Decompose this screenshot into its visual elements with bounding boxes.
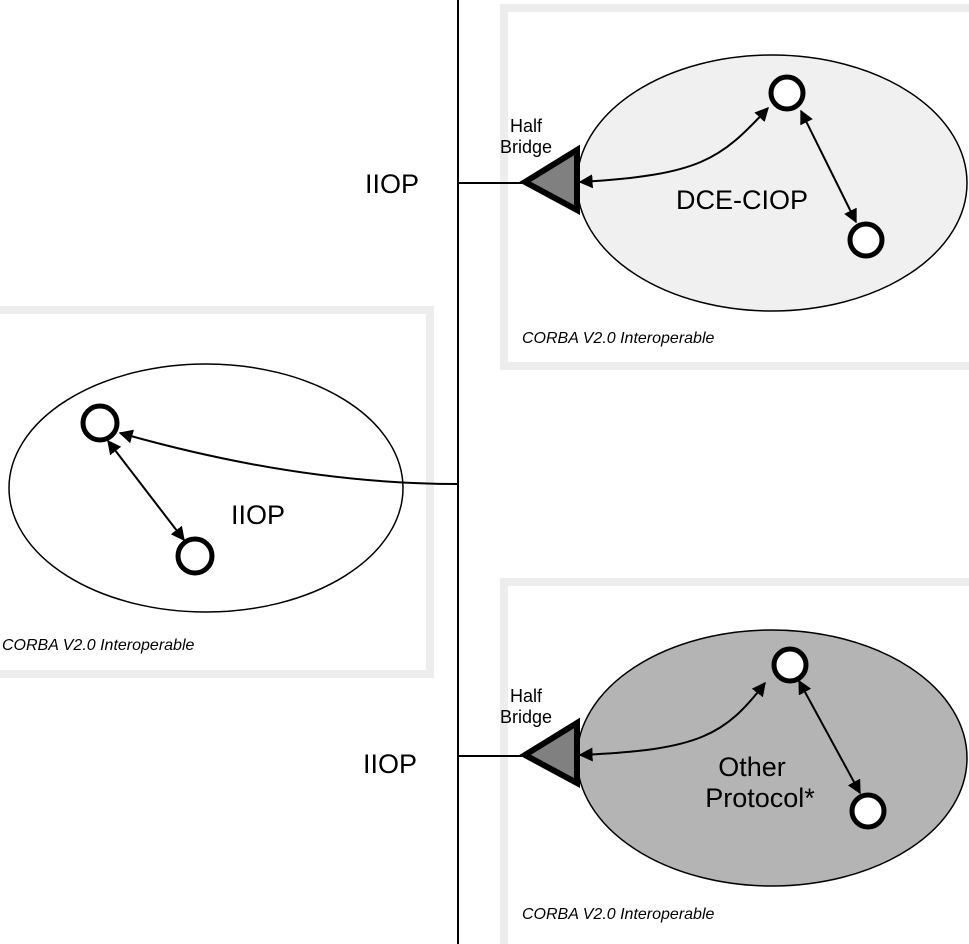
left-domain-frame [0,306,434,678]
top-object-node-1 [768,74,806,112]
bottom-domain-caption: CORBA V2.0 Interoperable [522,906,715,923]
left-protocol-label: IIOP [231,500,285,530]
iiop-domain-ellipse [8,363,404,613]
bottom-protocol-label-protocol: Protocol* [705,783,815,813]
top-domain-caption: CORBA V2.0 Interoperable [522,330,715,347]
left-node-link-arrow [107,439,185,542]
bottom-object-node-2 [849,792,887,830]
bottom-protocol-label-other: Other [718,752,786,782]
left-object-node-1 [80,403,120,443]
bottom-half-bridge-icon [518,717,580,789]
bottom-node-link-arrow [798,679,861,795]
bottom-bridge-label-bridge: Bridge [500,707,552,727]
top-bridge-link-arrow [578,106,769,189]
top-domain-frame [500,4,969,370]
top-node-link-arrow [800,109,857,224]
top-protocol-label: DCE-CIOP [676,185,808,215]
bottom-domain-frame [500,578,969,944]
bottom-iiop-label: IIOP [363,749,417,779]
top-half-bridge-icon [518,144,580,216]
top-bridge-label-bridge: Bridge [500,137,552,157]
bottom-bridge-link-arrow [578,681,766,762]
bottom-object-node-1 [771,646,809,684]
top-iiop-label: IIOP [365,169,419,199]
left-object-node-2 [175,536,215,576]
left-domain-caption: CORBA V2.0 Interoperable [2,637,195,654]
top-bridge-label-half: Half [510,116,543,136]
bottom-bridge-label-half: Half [510,686,543,706]
top-object-node-2 [847,221,885,259]
